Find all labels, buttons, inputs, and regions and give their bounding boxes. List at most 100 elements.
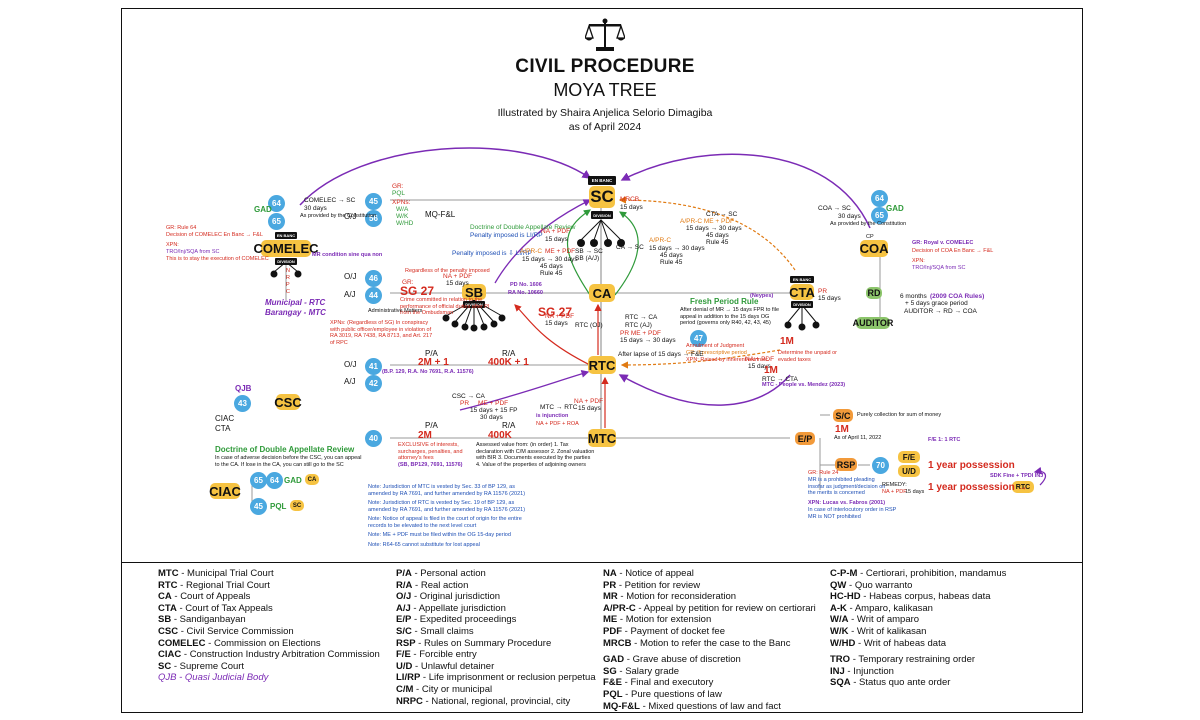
label-comelec-30days: 30 days	[304, 205, 327, 212]
label-sc-15days: 15 days	[545, 236, 568, 243]
scales-of-justice-icon	[585, 18, 625, 51]
legend-desc: Sandiganbayan	[179, 614, 246, 626]
legend-abbr: A/PR-C	[603, 602, 636, 614]
node-auditor[interactable]: AUDITOR	[852, 317, 894, 329]
label-rsp-interlocutory: In case of interlocutory order in RSP MR…	[808, 507, 897, 520]
node-ciac[interactable]: CIAC	[209, 483, 241, 499]
legend-item: INJ - Injunction	[830, 665, 894, 677]
circle-65-coa: 65	[871, 207, 888, 224]
legend-item: E/P - Expedited proceedings	[396, 614, 517, 626]
legend-abbr: PDF	[603, 625, 622, 637]
note-r64: Note: R64-65 cannot substitute for lost …	[368, 541, 480, 548]
legend-desc: Personal action	[420, 568, 486, 579]
label-csc-ca: CSC → CA	[452, 393, 485, 400]
legend-item: SB - Sandiganbayan	[158, 614, 246, 626]
node-sc-small-claims[interactable]: S/C	[833, 409, 853, 422]
label-comelec-exec: This is to stay the execution of COMELEC	[166, 256, 269, 262]
node-ep[interactable]: E/P	[795, 432, 815, 445]
legend-desc: Small claims	[420, 625, 474, 637]
node-comelec[interactable]: COMELEC	[253, 240, 319, 257]
label-royal-comelec: GR: Royal v. COMELEC	[912, 240, 974, 246]
circle-64-ciac: 64	[266, 472, 283, 489]
label-sb-15days: 15 days	[446, 280, 469, 287]
legend-abbr: P/A	[396, 568, 412, 579]
label-rsp-gr: GR: Rule 24	[808, 470, 839, 476]
node-mtc[interactable]: MTC	[587, 429, 617, 447]
legend-abbr: SG	[603, 665, 617, 677]
label-csc-days: 15 days + 15 FP	[470, 407, 518, 414]
label-c47-text: Annulment of Judgment	[686, 343, 745, 349]
label-csc-mepdf: ME + PDF	[478, 400, 509, 407]
label-pql: PQL	[392, 190, 406, 197]
legend-item: PDF - Payment of docket fee	[603, 625, 725, 637]
legend-desc: Notice of appeal	[625, 568, 694, 579]
node-csc[interactable]: CSC	[274, 394, 302, 410]
legend-item: PQL - Pure questions of law	[603, 688, 722, 700]
node-sc[interactable]: SC	[589, 186, 615, 208]
label-csc-pr: PR	[460, 400, 470, 407]
circle-65-comelec: 65	[268, 213, 285, 230]
label-coa-to-sc: COA → SC	[818, 205, 851, 212]
node-fe[interactable]: F/E	[898, 451, 920, 463]
label-mtc-people: MTC - People vs. Mendez (2023)	[762, 382, 846, 388]
label-me-pdf: ME + PDF	[545, 248, 576, 255]
node-ca-small[interactable]: CA	[305, 474, 319, 485]
badge-division-sb: DIVISION	[463, 301, 485, 308]
label-aj-rtc: A/J	[344, 377, 356, 386]
legend-abbr: RTC	[158, 579, 178, 591]
node-ud[interactable]: U/D	[898, 465, 920, 477]
legend-abbr: CTA	[158, 602, 177, 614]
label-sdk: SDK Fine + TPDI INJ	[990, 473, 1044, 479]
legend-item: O/J - Original jurisdiction	[396, 591, 501, 603]
legend-desc: Regional Trial Court	[185, 579, 270, 591]
legend-abbr: CIAC	[158, 649, 182, 661]
label-mtc-rtc: MTC → RTC	[540, 404, 578, 411]
legend-desc: Civil Service Commission	[186, 625, 294, 637]
label-gad-ca: GAD	[284, 476, 302, 485]
circle-45-ciac: 45	[250, 498, 267, 515]
badge-en-banc-cta: EN BANC	[790, 276, 814, 283]
legend-abbr: INJ	[830, 665, 845, 677]
legend-column-2: P/A - Personal action R/A - Real action …	[396, 568, 596, 707]
node-rtc-small[interactable]: RTC	[1012, 481, 1034, 493]
label-sb-napdf: NA + PDF	[443, 273, 473, 280]
label-cta-rule45: Rule 45	[706, 239, 729, 246]
label-pr-mepdf: PR ME + PDF	[620, 330, 661, 337]
legend-desc: Pure questions of law	[630, 688, 722, 700]
legend-desc: Grave abuse of discretion	[632, 654, 741, 666]
badge-division-cta: DIVISION	[791, 301, 813, 308]
label-municipal: Municipal - RTC	[265, 298, 326, 307]
node-rsp[interactable]: RSP	[835, 458, 857, 471]
circle-45: 45	[365, 193, 382, 210]
label-cta-apr: A/PR-C ME + PDF	[680, 218, 734, 225]
legend-item: QW - Quo warranto	[830, 579, 913, 591]
label-cta-1m: 1M	[780, 336, 794, 347]
label-coa-provided: As provided by the Constitution	[830, 221, 907, 227]
label-rtc-15: 15 days	[545, 320, 568, 327]
legend-desc: Original jurisdiction	[419, 591, 501, 603]
label-rsp-15: 15 days	[905, 489, 925, 495]
node-ca[interactable]: CA	[589, 284, 615, 302]
node-coa[interactable]: COA	[859, 240, 889, 257]
label-ca-apr: A/PR-C	[649, 237, 672, 244]
legend-item: LI/RP - Life imprisonment or reclusion p…	[396, 672, 596, 684]
legend-item: A/J - Appellate jurisdiction	[396, 602, 506, 614]
label-rtc-aj: RTC (AJ)	[625, 322, 652, 329]
legend-item: W/K - Writ of kalikasan	[830, 625, 927, 637]
legend-desc: Writ of habeas data	[863, 637, 946, 649]
node-rd[interactable]: RD	[866, 287, 882, 299]
node-sb[interactable]: SB	[462, 284, 486, 300]
legend-item: R/A - Real action	[396, 579, 469, 591]
legend-desc: Real action	[420, 579, 469, 591]
label-rsp-xpn: XPN: Lucas vs. Fabros (2001)	[808, 500, 886, 506]
label-na-pdf-ra: NA + PDF + ROA	[536, 421, 579, 427]
legend-item: NA - Notice of appeal	[603, 568, 694, 579]
label-sb-regardless: Regardless of the penalty imposed	[405, 268, 490, 274]
node-rtc[interactable]: RTC	[588, 356, 616, 374]
node-sc-small[interactable]: SC	[290, 500, 304, 511]
node-cta[interactable]: CTA	[789, 284, 815, 300]
label-csc-30: 30 days	[480, 414, 503, 421]
legend-item: MTC - Municipal Trial Court	[158, 568, 274, 579]
legend-item: MRCB - Motion to refer the case to the B…	[603, 637, 791, 649]
